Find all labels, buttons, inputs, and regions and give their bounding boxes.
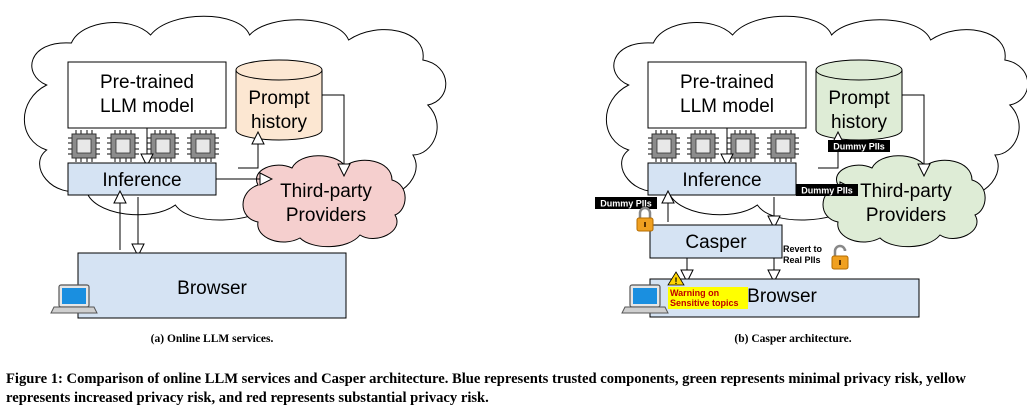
llm-model-box: Pre-trained LLM model (647, 61, 807, 129)
casper-label: Casper (685, 232, 747, 253)
third-party-label-2: Providers (286, 205, 366, 226)
subcaption-a: (a) Online LLM services. (151, 333, 274, 345)
warning-icon: ! (667, 271, 685, 286)
prompt-history-label-1: Prompt (248, 88, 310, 109)
warning-label-2: Sensitive topics (670, 298, 739, 308)
prompt-history-label-2: history (831, 112, 887, 133)
prompt-history-label-2: history (251, 112, 307, 133)
prompt-history-cylinder: Prompt history (815, 59, 903, 141)
figure-caption: Figure 1: Comparison of online LLM servi… (6, 371, 966, 406)
browser-label: Browser (177, 278, 247, 299)
dummy-piis-tag-providers: Dummy PIIs (796, 184, 858, 196)
chip-icon (67, 129, 101, 163)
inference-box: Inference (67, 162, 217, 196)
third-party-label-2: Providers (866, 205, 946, 226)
third-party-label-1: Third-party (860, 181, 952, 202)
panel-b: Pre-trained LLM model Prompt history Inf… (595, 15, 1027, 345)
panel-a: Pre-trained LLM model Prompt history Inf… (23, 15, 447, 345)
subcaption-b: (b) Casper architecture. (734, 333, 851, 345)
revert-label-1: Revert to (783, 244, 823, 254)
llm-model-label-2: LLM model (680, 96, 774, 117)
third-party-label-1: Third-party (280, 181, 372, 202)
svg-text:!: ! (675, 276, 678, 286)
dummy-piis-label: Dummy PIIs (833, 142, 885, 152)
inference-label: Inference (102, 170, 181, 191)
dummy-piis-tag-prompt: Dummy PIIs (828, 140, 890, 152)
prompt-history-cylinder: Prompt history (235, 59, 323, 141)
llm-model-label-1: Pre-trained (100, 72, 194, 93)
dummy-piis-tag-casper: Dummy PIIs (595, 197, 657, 209)
chip-icon (647, 129, 681, 163)
chip-icon (186, 129, 220, 163)
browser-box: Browser (77, 252, 347, 319)
llm-model-label-2: LLM model (100, 96, 194, 117)
third-party-providers-cloud: Third-party Providers (822, 155, 986, 248)
chip-icon (106, 129, 140, 163)
chip-icon (766, 129, 800, 163)
casper-box: Casper (649, 224, 783, 259)
browser-label: Browser (747, 286, 817, 307)
unlock-icon (830, 244, 850, 271)
chip-icon (686, 129, 720, 163)
chip-icon (726, 129, 760, 163)
prompt-history-label-1: Prompt (828, 88, 890, 109)
sensitive-topics-warning: Warning on Sensitive topics (668, 287, 748, 309)
lock-icon (635, 206, 655, 233)
dummy-piis-label: Dummy PIIs (801, 186, 853, 196)
dummy-piis-label: Dummy PIIs (600, 199, 652, 209)
warning-label-1: Warning on (670, 288, 719, 298)
llm-model-label-1: Pre-trained (680, 72, 774, 93)
inference-label: Inference (682, 170, 761, 191)
llm-model-box: Pre-trained LLM model (67, 61, 227, 129)
third-party-providers-cloud: Third-party Providers (242, 155, 406, 248)
chip-icon (146, 129, 180, 163)
revert-label-2: Real PIIs (783, 255, 821, 265)
inference-box: Inference (647, 162, 797, 196)
